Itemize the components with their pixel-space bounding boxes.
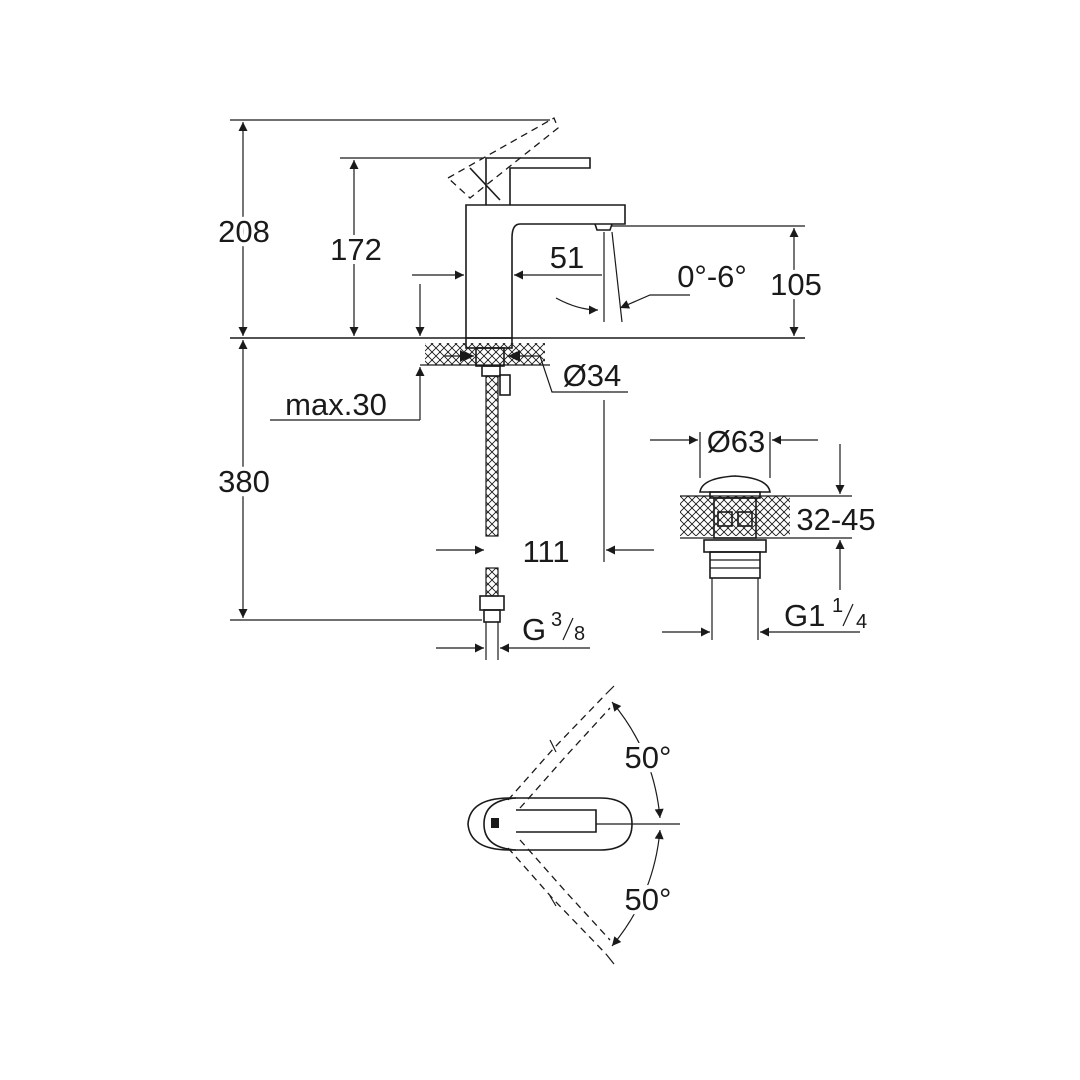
arc-50-upper — [611, 701, 664, 819]
top-indicator — [491, 818, 499, 828]
label-angle-lower: 50° — [625, 882, 672, 917]
lever-joint — [469, 167, 501, 201]
angle-arc-left — [555, 297, 599, 315]
label-g114-main: G1 — [784, 598, 825, 633]
label-51: 51 — [550, 240, 584, 275]
up-ray-end — [605, 685, 615, 695]
faucet-body — [465, 204, 626, 338]
waste-slot-left — [717, 511, 733, 527]
label-172: 172 — [330, 232, 382, 267]
waste-cap — [699, 475, 771, 493]
label-g38-num: 3 — [551, 609, 562, 631]
label-angle-upper: 50° — [625, 740, 672, 775]
mounting-shank — [481, 365, 501, 377]
lever-raised-position — [446, 117, 559, 199]
waste-body — [713, 497, 757, 539]
label-g38-den: 8 — [574, 623, 585, 645]
fraction-slash-38 — [562, 617, 574, 641]
rotated-up-tick — [549, 739, 557, 753]
label-380: 380 — [218, 464, 270, 499]
down-ray-end — [605, 953, 615, 965]
faucet-top-view: 50° 50° — [467, 685, 680, 965]
label-105: 105 — [770, 267, 822, 302]
leader-34 — [539, 355, 628, 393]
lever-rotated-up-b — [519, 707, 611, 809]
label-max30: max.30 — [285, 387, 387, 422]
angle-leader — [619, 294, 690, 309]
waste-thread — [709, 551, 761, 579]
label-g114-num: 1 — [832, 595, 843, 617]
hose-thread — [483, 609, 501, 623]
hose-nut — [479, 595, 505, 611]
deck-hatch — [425, 343, 545, 365]
label-g38: G 3 8 — [522, 609, 585, 647]
waste-nut — [703, 539, 767, 553]
top-body-inner — [483, 797, 517, 851]
label-32-45: 32-45 — [796, 502, 875, 537]
label-g114-den: 4 — [856, 611, 867, 633]
top-lever — [516, 809, 597, 833]
label-diameter-34: Ø34 — [563, 358, 622, 393]
faucet-side-view: 208 172 105 51 0°-6° max.30 Ø34 380 — [214, 117, 826, 660]
waste-deck-hatch — [680, 496, 790, 536]
label-208: 208 — [218, 214, 270, 249]
lever-handle — [485, 157, 591, 205]
label-angle: 0°-6° — [677, 259, 747, 294]
lever-rotated-up-a — [507, 693, 607, 801]
label-111: 111 — [522, 534, 569, 569]
lever-rotated-down-a — [507, 847, 607, 955]
label-g38-main: G — [522, 612, 546, 647]
hose-end — [485, 567, 499, 597]
spout-outlet — [594, 223, 613, 231]
arc-50-lower — [611, 829, 664, 947]
rotated-down-tick — [549, 895, 557, 907]
waste-slot-right — [737, 511, 753, 527]
waste-side-view: Ø63 32-45 G1 1 4 — [650, 424, 880, 640]
fraction-slash-14 — [842, 603, 854, 627]
lever-rotated-down-b — [519, 839, 611, 941]
angle-ray — [611, 231, 623, 323]
braided-hose — [485, 375, 499, 537]
label-g114: G1 1 4 — [784, 595, 867, 633]
label-diameter-63: Ø63 — [707, 424, 766, 459]
hose-fitting — [499, 374, 511, 396]
